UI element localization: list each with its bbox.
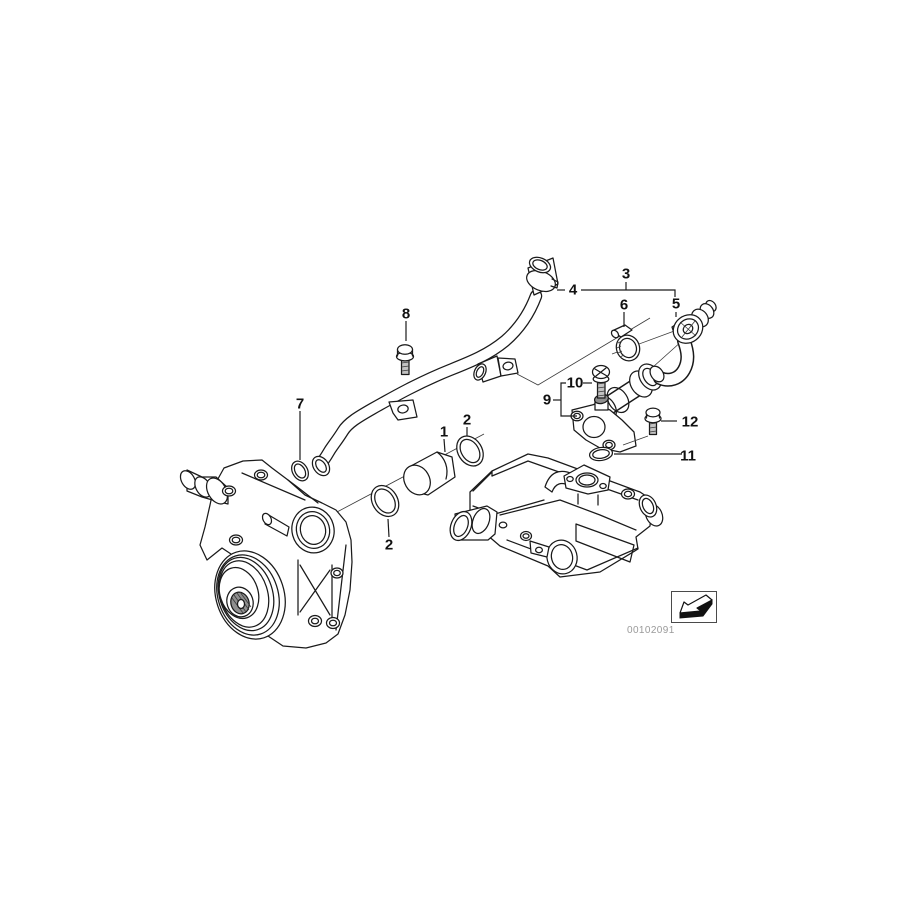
hose-5-drawing [649, 299, 717, 387]
sleeve-1-drawing [403, 451, 456, 496]
hose-clamp-drawing [610, 324, 641, 362]
screw-10-drawing [591, 364, 611, 399]
callout-4[interactable]: 4 [568, 281, 578, 299]
o-ring-2-upper-drawing [456, 435, 484, 467]
callout-9[interactable]: 9 [542, 391, 552, 409]
callout-8[interactable]: 8 [401, 305, 411, 323]
o-ring-11-drawing [588, 446, 614, 462]
housing-left-stub [449, 505, 498, 542]
callout-6[interactable]: 6 [619, 296, 629, 314]
pump-port [291, 506, 335, 554]
back-navigation-button[interactable] [671, 591, 717, 623]
water-pump-drawing [179, 459, 353, 649]
back-arrow-icon [679, 594, 713, 619]
callout-5[interactable]: 5 [671, 295, 681, 313]
callout-2-lower[interactable]: 2 [384, 536, 394, 554]
o-ring-2-lower-drawing [370, 484, 400, 518]
callout-10[interactable]: 10 [566, 374, 584, 392]
callout-12[interactable]: 12 [681, 413, 699, 431]
pipe-branch-stub [473, 355, 502, 383]
thermostat-housing-drawing [449, 453, 664, 578]
o-ring-7-drawing [291, 460, 309, 482]
callout-7[interactable]: 7 [295, 395, 305, 413]
pump-inlet-stub [179, 469, 229, 505]
leader-lines [299, 282, 682, 538]
housing-top-flange [563, 464, 611, 506]
callout-2-upper[interactable]: 2 [462, 411, 472, 429]
bolt-12-drawing [622, 407, 662, 446]
image-number-watermark: 00102091 [627, 625, 675, 636]
pipe-top-fitting [526, 256, 559, 296]
callout-3[interactable]: 3 [621, 265, 631, 283]
bolt-8-drawing [395, 344, 415, 376]
pipe-drawing [311, 256, 559, 477]
callout-11[interactable]: 11 [680, 447, 696, 465]
pump-pulley [214, 550, 286, 640]
callout-1[interactable]: 1 [439, 423, 449, 441]
